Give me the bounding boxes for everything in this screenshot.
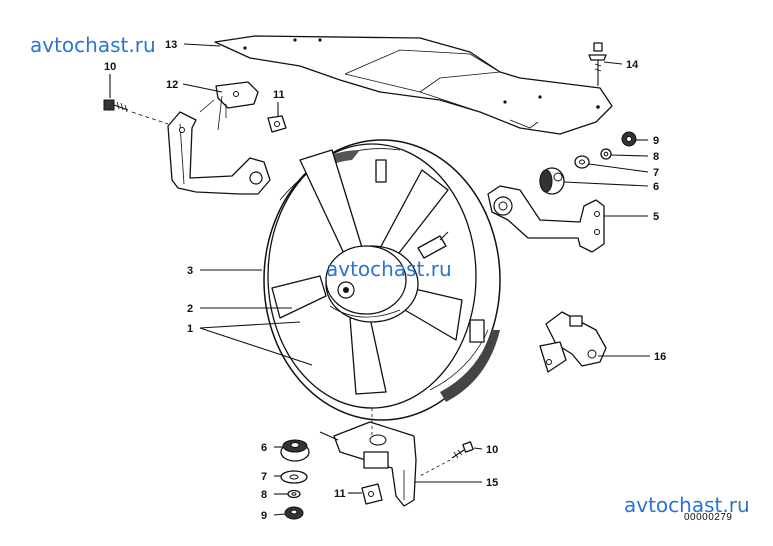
- callout-10: 10: [104, 61, 116, 73]
- callout-labels: 13 14 10 12 11 9 8 7 6 5 3 2 1 16 6 10 7…: [104, 39, 666, 522]
- left-bracket-tab: [199, 81, 259, 131]
- washer-lower: [280, 470, 308, 484]
- callout-1: 1: [187, 323, 193, 335]
- callout-8: 8: [653, 151, 659, 163]
- bottom-clip-nut: [361, 483, 383, 505]
- left-bolt: [103, 99, 169, 125]
- watermark-bottom-right: avtochast.ru: [624, 493, 750, 517]
- left-clip-nut: [267, 115, 287, 133]
- rubber-mount-upper: [539, 167, 565, 195]
- diagram-code: 00000279: [684, 512, 733, 523]
- callout-11: 11: [273, 89, 285, 101]
- washer-upper: [574, 155, 590, 169]
- callout-14: 14: [626, 59, 639, 71]
- callout-11-lower: 11: [334, 488, 346, 500]
- nut-upper: [621, 131, 637, 147]
- callout-7-lower: 7: [261, 471, 267, 483]
- callout-9-lower: 9: [261, 510, 267, 522]
- callout-13: 13: [165, 39, 177, 51]
- callout-3: 3: [187, 265, 193, 277]
- rubber-mount-lower: [280, 439, 310, 462]
- fan-motor: [325, 245, 419, 323]
- callout-2: 2: [187, 303, 193, 315]
- callout-5: 5: [653, 211, 659, 223]
- callout-10-lower: 10: [486, 444, 498, 456]
- lock-washer-lower: [287, 489, 301, 499]
- bottom-bolt: [419, 441, 474, 477]
- cover-plate: [214, 35, 613, 135]
- callout-15: 15: [486, 477, 498, 489]
- bottom-bracket: [333, 421, 417, 507]
- callout-6: 6: [653, 181, 659, 193]
- watermark-top-left: avtochast.ru: [30, 33, 156, 57]
- callout-16: 16: [654, 351, 666, 363]
- motor-connector: [417, 231, 449, 259]
- callout-8-lower: 8: [261, 489, 267, 501]
- cover-bolt: [588, 42, 607, 86]
- right-bracket: [487, 185, 605, 253]
- left-bracket: [167, 111, 271, 195]
- callout-7: 7: [653, 167, 659, 179]
- relay-connector: [539, 311, 607, 373]
- callout-6-lower: 6: [261, 442, 267, 454]
- callout-9: 9: [653, 135, 659, 147]
- nut-lower: [284, 506, 304, 520]
- callout-12: 12: [166, 79, 178, 91]
- watermark-center: avtochast.ru: [326, 257, 452, 281]
- lock-washer-upper: [600, 148, 612, 160]
- leader-lines: [109, 43, 650, 516]
